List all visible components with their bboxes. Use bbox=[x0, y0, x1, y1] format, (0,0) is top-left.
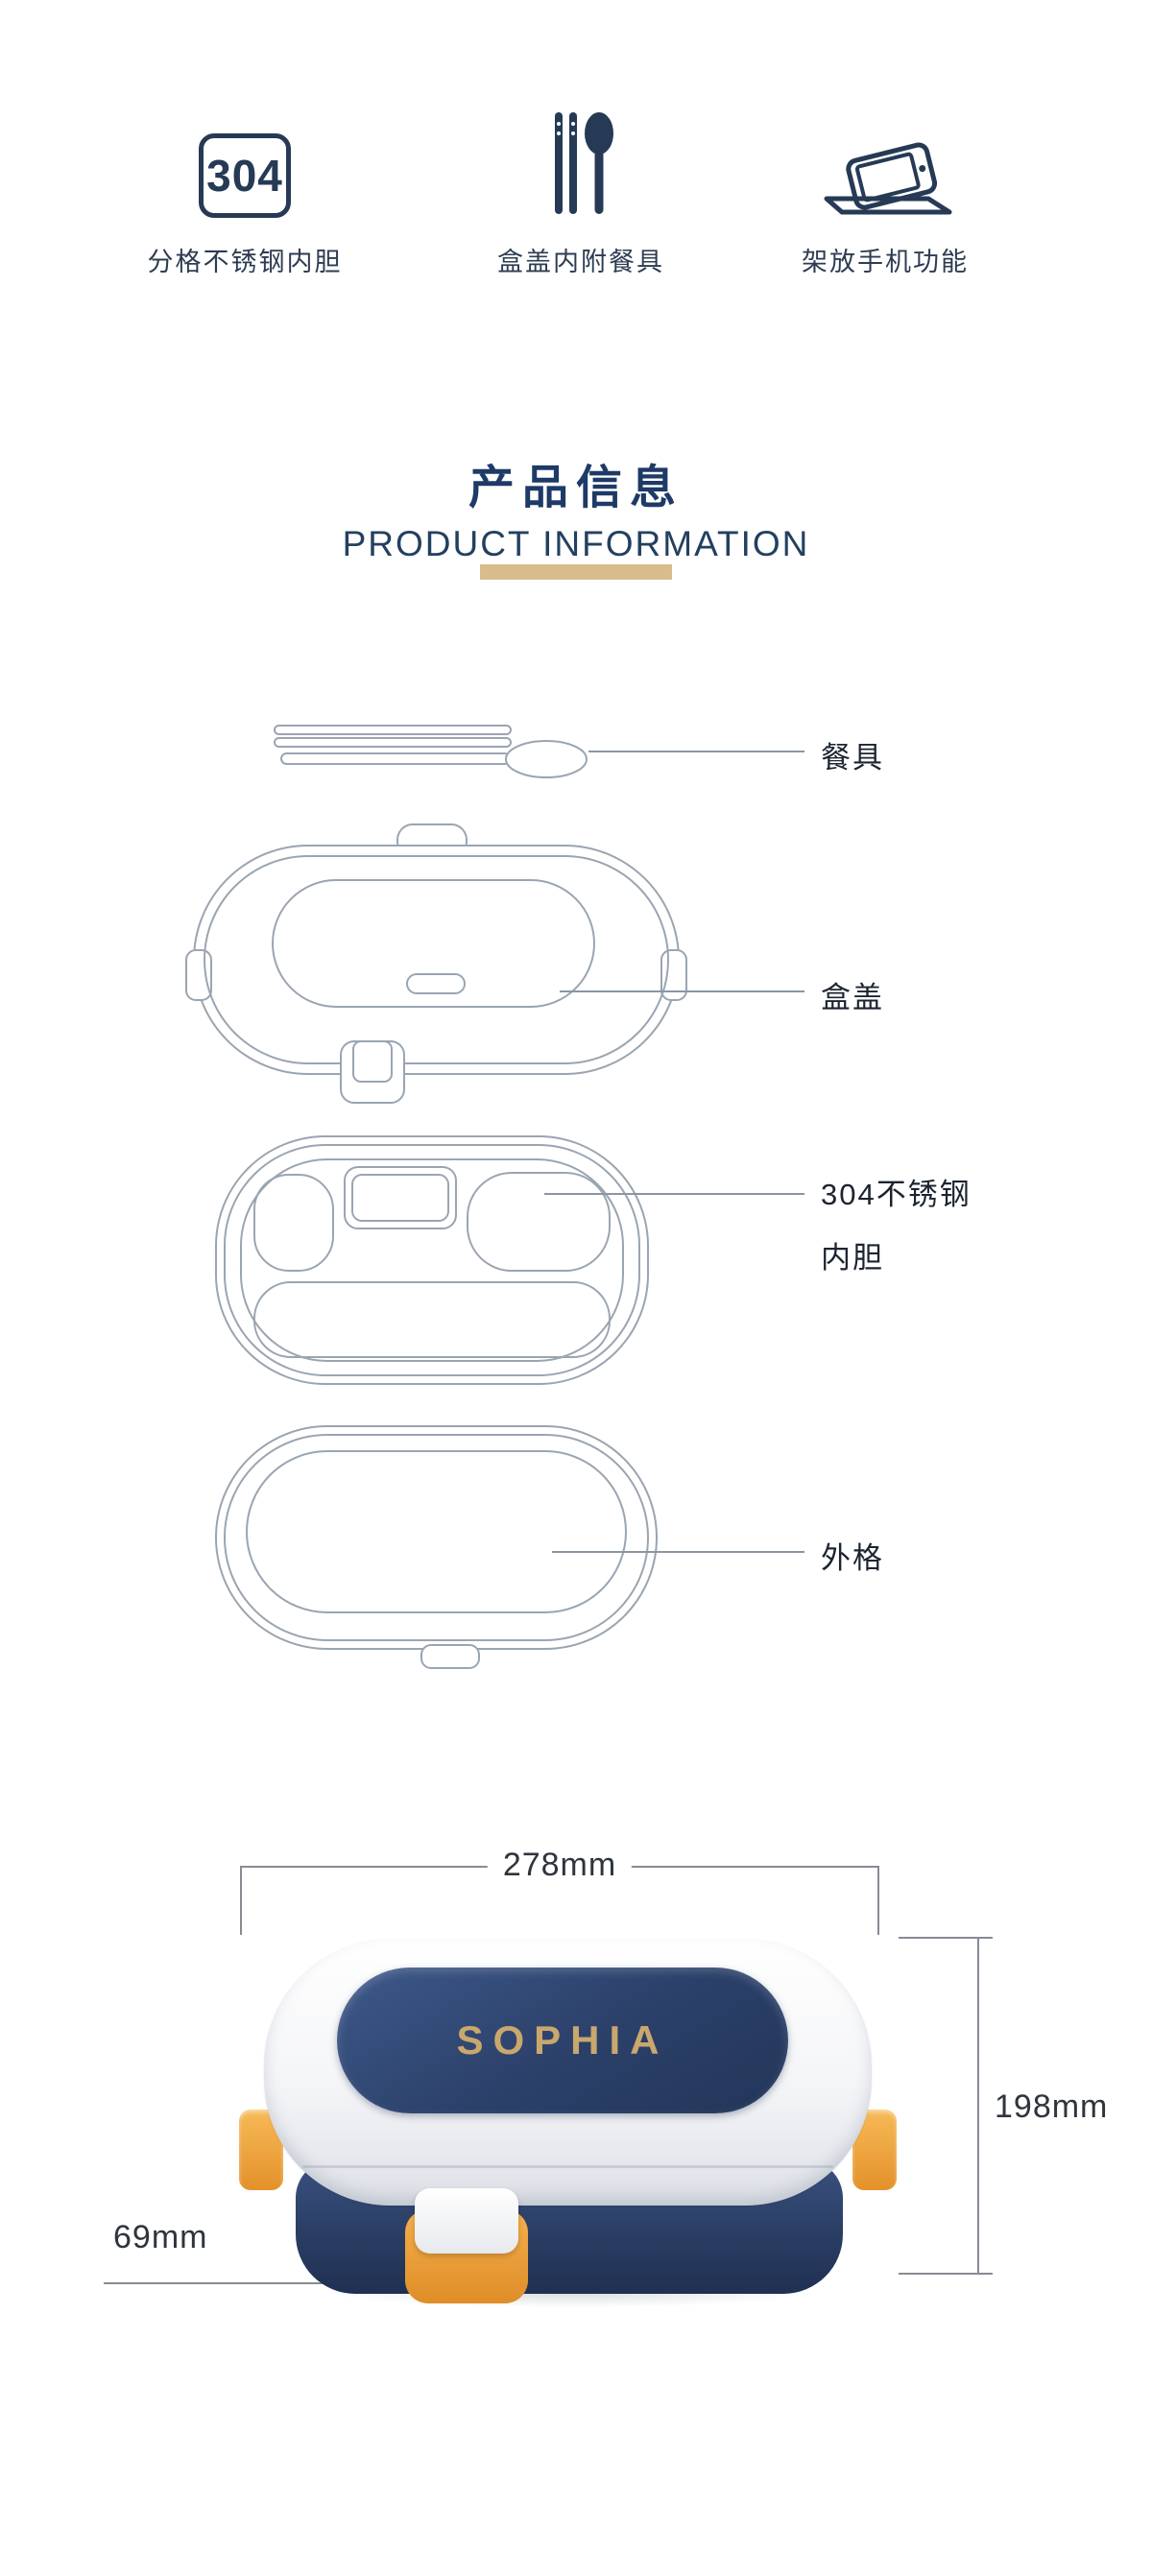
part-label-lid: 盒盖 bbox=[821, 981, 884, 1014]
page-subtitle: PRODUCT INFORMATION bbox=[342, 524, 810, 563]
product-render: SOPHIA bbox=[239, 1939, 897, 2318]
dim-width-tick-left bbox=[240, 1866, 242, 1935]
leader-line-shell bbox=[552, 1551, 804, 1553]
feature-steel-liner: 304 分格不锈钢内胆 bbox=[128, 110, 362, 278]
feature-label-cutlery: 盒盖内附餐具 bbox=[497, 248, 664, 276]
cutlery-icon bbox=[555, 112, 613, 214]
feature-label-steel-liner: 分格不锈钢内胆 bbox=[147, 248, 343, 276]
leader-line-liner bbox=[544, 1193, 804, 1195]
front-clasp-latch bbox=[415, 2188, 518, 2254]
leader-line-lid bbox=[560, 990, 804, 992]
leader-line-utensils bbox=[588, 751, 804, 752]
feature-label-phone-stand: 架放手机功能 bbox=[802, 248, 969, 276]
phone-stand-icon bbox=[824, 142, 952, 215]
phone-stand-icon-wrap bbox=[813, 110, 957, 218]
gold-accent-bar bbox=[480, 564, 672, 580]
feature-cutlery-in-lid: 盒盖内附餐具 bbox=[464, 110, 698, 278]
utensils-drawing bbox=[274, 725, 588, 778]
cutlery-icon-wrap bbox=[545, 110, 616, 218]
part-label-liner-line2: 内胆 bbox=[821, 1241, 884, 1275]
feature-phone-stand: 架放手机功能 bbox=[768, 110, 1002, 278]
dim-width-label: 278mm bbox=[487, 1847, 633, 1884]
dim-base-height-label: 69mm bbox=[113, 2219, 208, 2255]
dim-height-line bbox=[977, 1937, 979, 2275]
dim-height-label: 198mm bbox=[995, 2088, 1109, 2125]
front-clasp bbox=[405, 2188, 528, 2305]
part-label-shell: 外格 bbox=[821, 1541, 884, 1575]
part-label-liner: 304不锈钢 内胆 bbox=[821, 1163, 972, 1290]
lid-drawing bbox=[185, 823, 687, 1104]
badge-304-icon-wrap: 304 bbox=[199, 110, 291, 218]
brand-logo: SOPHIA bbox=[456, 2017, 669, 2063]
dim-height-tick-top bbox=[899, 1937, 993, 1939]
section-header: 产品信息 PRODUCT INFORMATION bbox=[0, 449, 1152, 564]
part-label-liner-line1: 304不锈钢 bbox=[821, 1178, 972, 1211]
liner-drawing bbox=[215, 1135, 649, 1385]
dim-width-tick-right bbox=[877, 1866, 879, 1935]
lid-seam-line bbox=[302, 2165, 833, 2168]
badge-304-icon: 304 bbox=[199, 133, 291, 218]
lid-top-panel: SOPHIA bbox=[337, 1968, 788, 2113]
dim-height-tick-bottom bbox=[899, 2273, 993, 2275]
part-label-utensils: 餐具 bbox=[821, 741, 884, 775]
page-title: 产品信息 bbox=[468, 463, 684, 513]
outer-shell-drawing bbox=[215, 1425, 658, 1669]
